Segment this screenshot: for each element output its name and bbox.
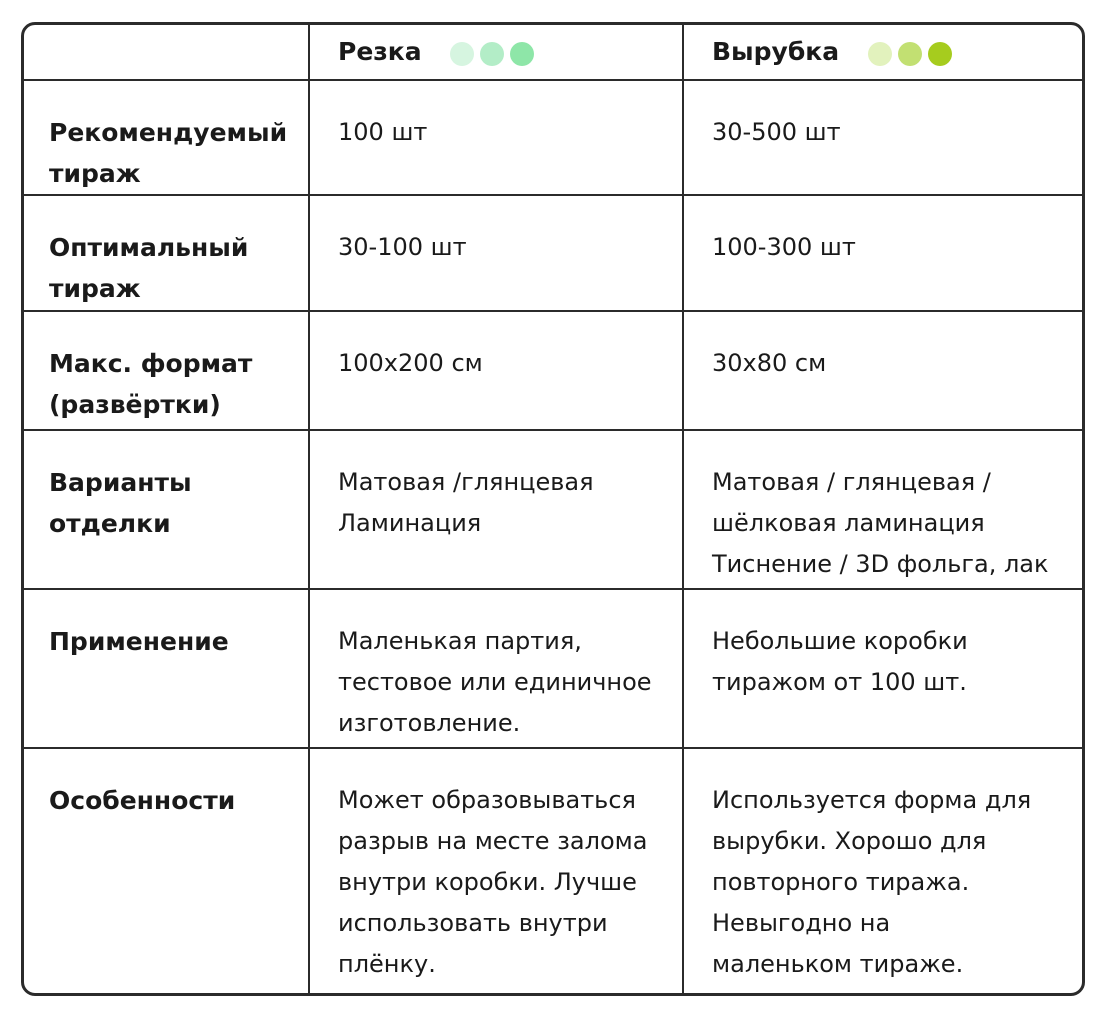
- vyrubka-cell: Небольшие коробки тиражом от 100 шт.: [682, 588, 1082, 749]
- rezka-cell: 100 шт: [308, 79, 684, 196]
- row-label: Оптимальный тираж: [24, 194, 310, 312]
- row-label: Варианты отделки: [24, 429, 310, 590]
- row-label: Особенности: [24, 747, 310, 993]
- rating-dot-icon: [480, 42, 505, 67]
- rating-dot-icon: [510, 42, 535, 67]
- header-rezka-label: Резка: [338, 36, 422, 66]
- row-label: Рекомендуемый тираж: [24, 79, 310, 196]
- vyrubka-cell: 100-300 шт: [682, 194, 1082, 312]
- rating-dot-icon: [867, 42, 892, 67]
- vyrubka-cell: Используется форма для вырубки. Хорошо д…: [682, 747, 1082, 993]
- comparison-table: Резка Вырубка Рекомендуемый тираж 100 шт…: [21, 22, 1085, 996]
- table-row: Варианты отделки Матовая /глянцевая Лами…: [24, 429, 1082, 590]
- row-label: Применение: [24, 588, 310, 749]
- table-row: Оптимальный тираж 30-100 шт 100-300 шт: [24, 194, 1082, 312]
- rezka-cell: Матовая /глянцевая Ламинация: [308, 429, 684, 590]
- header-vyrubka: Вырубка: [682, 25, 1082, 81]
- row-label: Макс. формат (развёртки): [24, 310, 310, 431]
- vyrubka-cell: 30х80 см: [682, 310, 1082, 431]
- table-row: Рекомендуемый тираж 100 шт 30-500 шт: [24, 79, 1082, 196]
- header-row: Резка Вырубка: [24, 25, 1082, 81]
- header-rezka: Резка: [308, 25, 684, 81]
- header-vyrubka-label: Вырубка: [712, 36, 840, 66]
- rezka-cell: Маленькая партия, тестовое или единичное…: [308, 588, 684, 749]
- rating-dot-icon: [450, 42, 475, 67]
- vyrubka-rating-dots: [867, 38, 958, 67]
- vyrubka-cell: Матовая / глянцевая / шёлковая ламинация…: [682, 429, 1082, 590]
- comparison-grid: Резка Вырубка Рекомендуемый тираж 100 шт…: [24, 25, 1082, 993]
- header-empty-cell: [24, 25, 310, 81]
- rating-dot-icon: [897, 42, 922, 67]
- rezka-rating-dots: [450, 38, 540, 67]
- vyrubka-cell: 30-500 шт: [682, 79, 1082, 196]
- rezka-cell: 100х200 см: [308, 310, 684, 431]
- table-row: Особенности Может образовываться разрыв …: [24, 747, 1082, 993]
- rating-dot-icon: [927, 42, 952, 67]
- table-row: Применение Маленькая партия, тестовое ил…: [24, 588, 1082, 749]
- rezka-cell: Может образовываться разрыв на месте зал…: [308, 747, 684, 993]
- table-row: Макс. формат (развёртки) 100х200 см 30х8…: [24, 310, 1082, 431]
- rezka-cell: 30-100 шт: [308, 194, 684, 312]
